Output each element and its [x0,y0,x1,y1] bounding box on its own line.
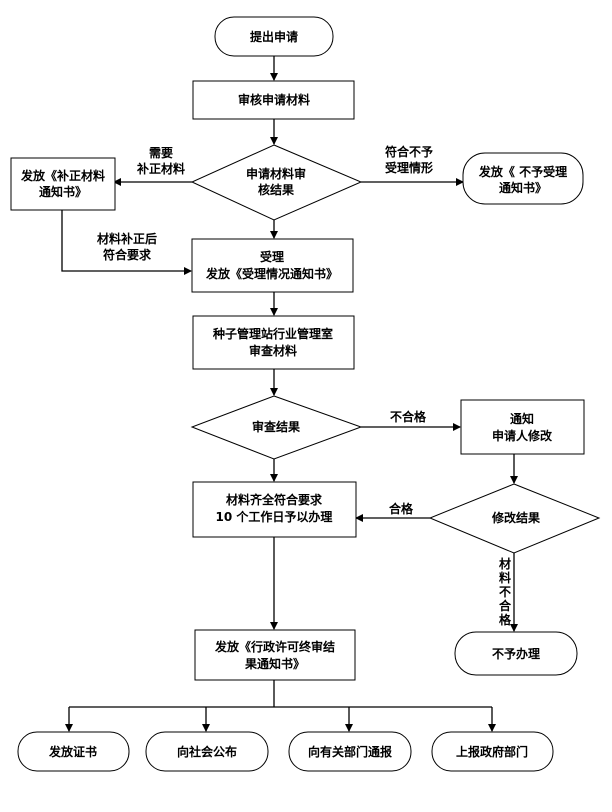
node-station-review-line2: 审查材料 [249,343,297,358]
node-check-result: 审查结果 [190,395,363,460]
node-issue-correction-line2: 通知书》 [39,184,87,199]
label-modify-fail-1: 材 [498,556,511,571]
label-modify-fail-4: 合 [499,598,512,613]
node-modify-result-label: 修改结果 [491,510,540,525]
label-corrected-line2: 符合要求 [103,247,152,262]
node-issue-decision-line2: 果通知书》 [244,656,305,671]
node-outcome-certificate-label: 发放证书 [48,744,97,759]
label-modify-fail-5: 格 [499,612,512,627]
label-modify-fail-3: 不 [499,585,511,599]
label-fail: 不合格 [390,409,427,424]
node-notify-modify-line1: 通知 [510,411,534,426]
node-outcome-public: 向社会公布 [145,731,269,772]
node-review-materials: 审核申请材料 [192,80,355,120]
node-issue-decision-line1: 发放《行政许可终审结 [214,639,335,654]
node-station-review: 种子管理站行业管理室 审查材料 [192,315,355,370]
label-needs-correction-line2: 补正材料 [136,161,185,176]
node-review-result-line2: 核结果 [258,182,294,197]
node-notify-modify-line2: 申请人修改 [492,428,553,443]
node-start-label: 提出申请 [250,29,298,44]
label-needs-correction-line1: 需要 [149,145,173,160]
node-notify-modify: 通知 申请人修改 [460,399,585,455]
node-complete-process: 材料齐全符合要求 10 个工作日予以办理 [192,481,357,538]
node-not-processed: 不予办理 [454,631,578,676]
node-outcome-departments: 向有关部门通报 [288,731,412,772]
node-start: 提出申请 [214,16,334,57]
connectors [61,56,518,732]
node-issue-correction: 发放《补正材料 通知书》 [10,157,116,211]
node-issue-correction-line1: 发放《补正材料 [20,168,105,183]
node-not-processed-label: 不予办理 [492,646,540,661]
node-review-materials-label: 审核申请材料 [238,92,310,107]
arrow-correction-to-accept [61,210,192,275]
node-outcome-government-label: 上报政府部门 [456,744,528,759]
node-outcome-departments-label: 向有关部门通报 [308,744,392,759]
label-not-compliant-line1: 符合不予 [385,144,433,159]
node-outcome-government: 上报政府部门 [431,731,554,772]
node-modify-result: 修改结果 [428,483,601,554]
node-complete-process-line2: 10 个工作日予以办理 [216,509,333,524]
node-review-result-line1: 申请材料审 [246,166,306,181]
label-modify-fail-2: 料 [499,570,511,585]
node-station-review-line1: 种子管理站行业管理室 [212,326,333,341]
node-accept-line2: 发放《受理情况通知书》 [205,266,338,281]
node-issue-decision: 发放《行政许可终审结 果通知书》 [194,629,356,681]
edge-labels: 需要 补正材料 符合不予 受理情形 材料补正后 符合要求 不合格 合格 材 料 … [96,144,512,627]
node-outcome-certificate: 发放证书 [17,731,130,772]
node-issue-rejection-line1: 发放《 不予受理 [478,164,567,179]
node-issue-rejection: 发放《 不予受理 通知书》 [462,152,584,205]
node-check-result-label: 审查结果 [252,419,300,434]
node-accept-line1: 受理 [260,249,284,264]
label-corrected-line1: 材料补正后 [96,231,157,246]
node-review-result: 申请材料审 核结果 [190,144,363,221]
node-outcome-public-label: 向社会公布 [177,744,237,759]
label-pass: 合格 [389,501,414,516]
node-accept: 受理 发放《受理情况通知书》 [191,238,354,293]
label-not-compliant-line2: 受理情形 [385,160,433,175]
node-issue-rejection-line2: 通知书》 [499,180,547,195]
node-complete-process-line1: 材料齐全符合要求 [225,492,323,507]
